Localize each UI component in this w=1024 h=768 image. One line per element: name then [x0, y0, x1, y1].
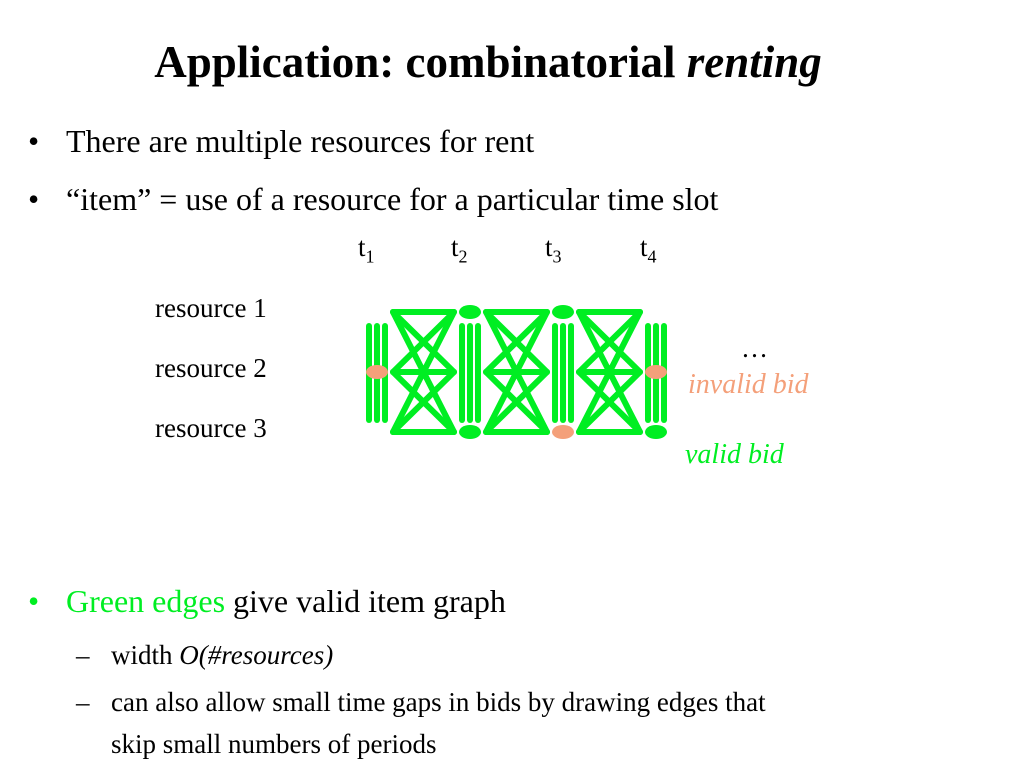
subbullet-width: –width O(#resources) [76, 640, 333, 671]
subbullet-italic: O(#resources) [179, 640, 334, 670]
valid-bid-label: valid bid [685, 439, 784, 470]
bullet-list: • There are multiple resources for rent •… [28, 112, 718, 228]
bullet-dot-green: • [28, 583, 40, 619]
time-slot-label: t2 [451, 232, 468, 267]
bullet-item: • “item” = use of a resource for a partic… [28, 170, 718, 228]
graph-edge [483, 309, 550, 375]
bullet-text: give valid item graph [225, 583, 506, 619]
bullet-dot: • [28, 123, 40, 159]
bullet-text: There are multiple resources for rent [66, 123, 535, 159]
bullet-item: • There are multiple resources for rent [28, 112, 718, 170]
title-italic: renting [686, 37, 822, 87]
ellipsis: … [741, 333, 768, 363]
subbullet-gaps-cont: skip small numbers of periods [111, 729, 437, 759]
graph-edge [390, 309, 457, 435]
graph-edge [390, 309, 457, 375]
graph-edge [390, 369, 457, 435]
title-text: Application: combinatorial [154, 37, 687, 87]
resource-label: resource 3 [155, 413, 267, 443]
graph-edge [576, 369, 643, 435]
invalid-node [552, 425, 574, 439]
dash: – [76, 687, 90, 717]
bullet-text: “item” = use of a resource for a particu… [66, 181, 719, 217]
graph-edge [483, 369, 550, 435]
resource-label: resource 2 [155, 353, 267, 383]
subbullet-text: can also allow small time gaps in bids b… [111, 687, 766, 717]
invalid-node [645, 365, 667, 379]
time-slot-label: t1 [358, 232, 375, 267]
valid-node [645, 425, 667, 439]
valid-node [459, 305, 481, 319]
invalid-bid-label: invalid bid [688, 369, 809, 400]
graph-edge [483, 309, 550, 435]
time-slot-label: t3 [545, 232, 562, 267]
valid-node [552, 305, 574, 319]
graph-edge [576, 309, 643, 375]
bullet-green-edges: • Green edges give valid item graph [28, 583, 506, 620]
valid-node [459, 425, 481, 439]
bullet-dot: • [28, 181, 40, 217]
subbullet-text: width [111, 640, 180, 670]
subbullet-gaps: –can also allow small time gaps in bids … [76, 687, 766, 718]
dash: – [76, 640, 90, 670]
graph-edge [576, 309, 643, 435]
resource-label: resource 1 [155, 293, 267, 323]
invalid-node [366, 365, 388, 379]
time-slot-label: t4 [640, 232, 657, 267]
green-edges-text: Green edges [66, 583, 226, 619]
slide-title: Application: combinatorial renting [0, 36, 976, 88]
